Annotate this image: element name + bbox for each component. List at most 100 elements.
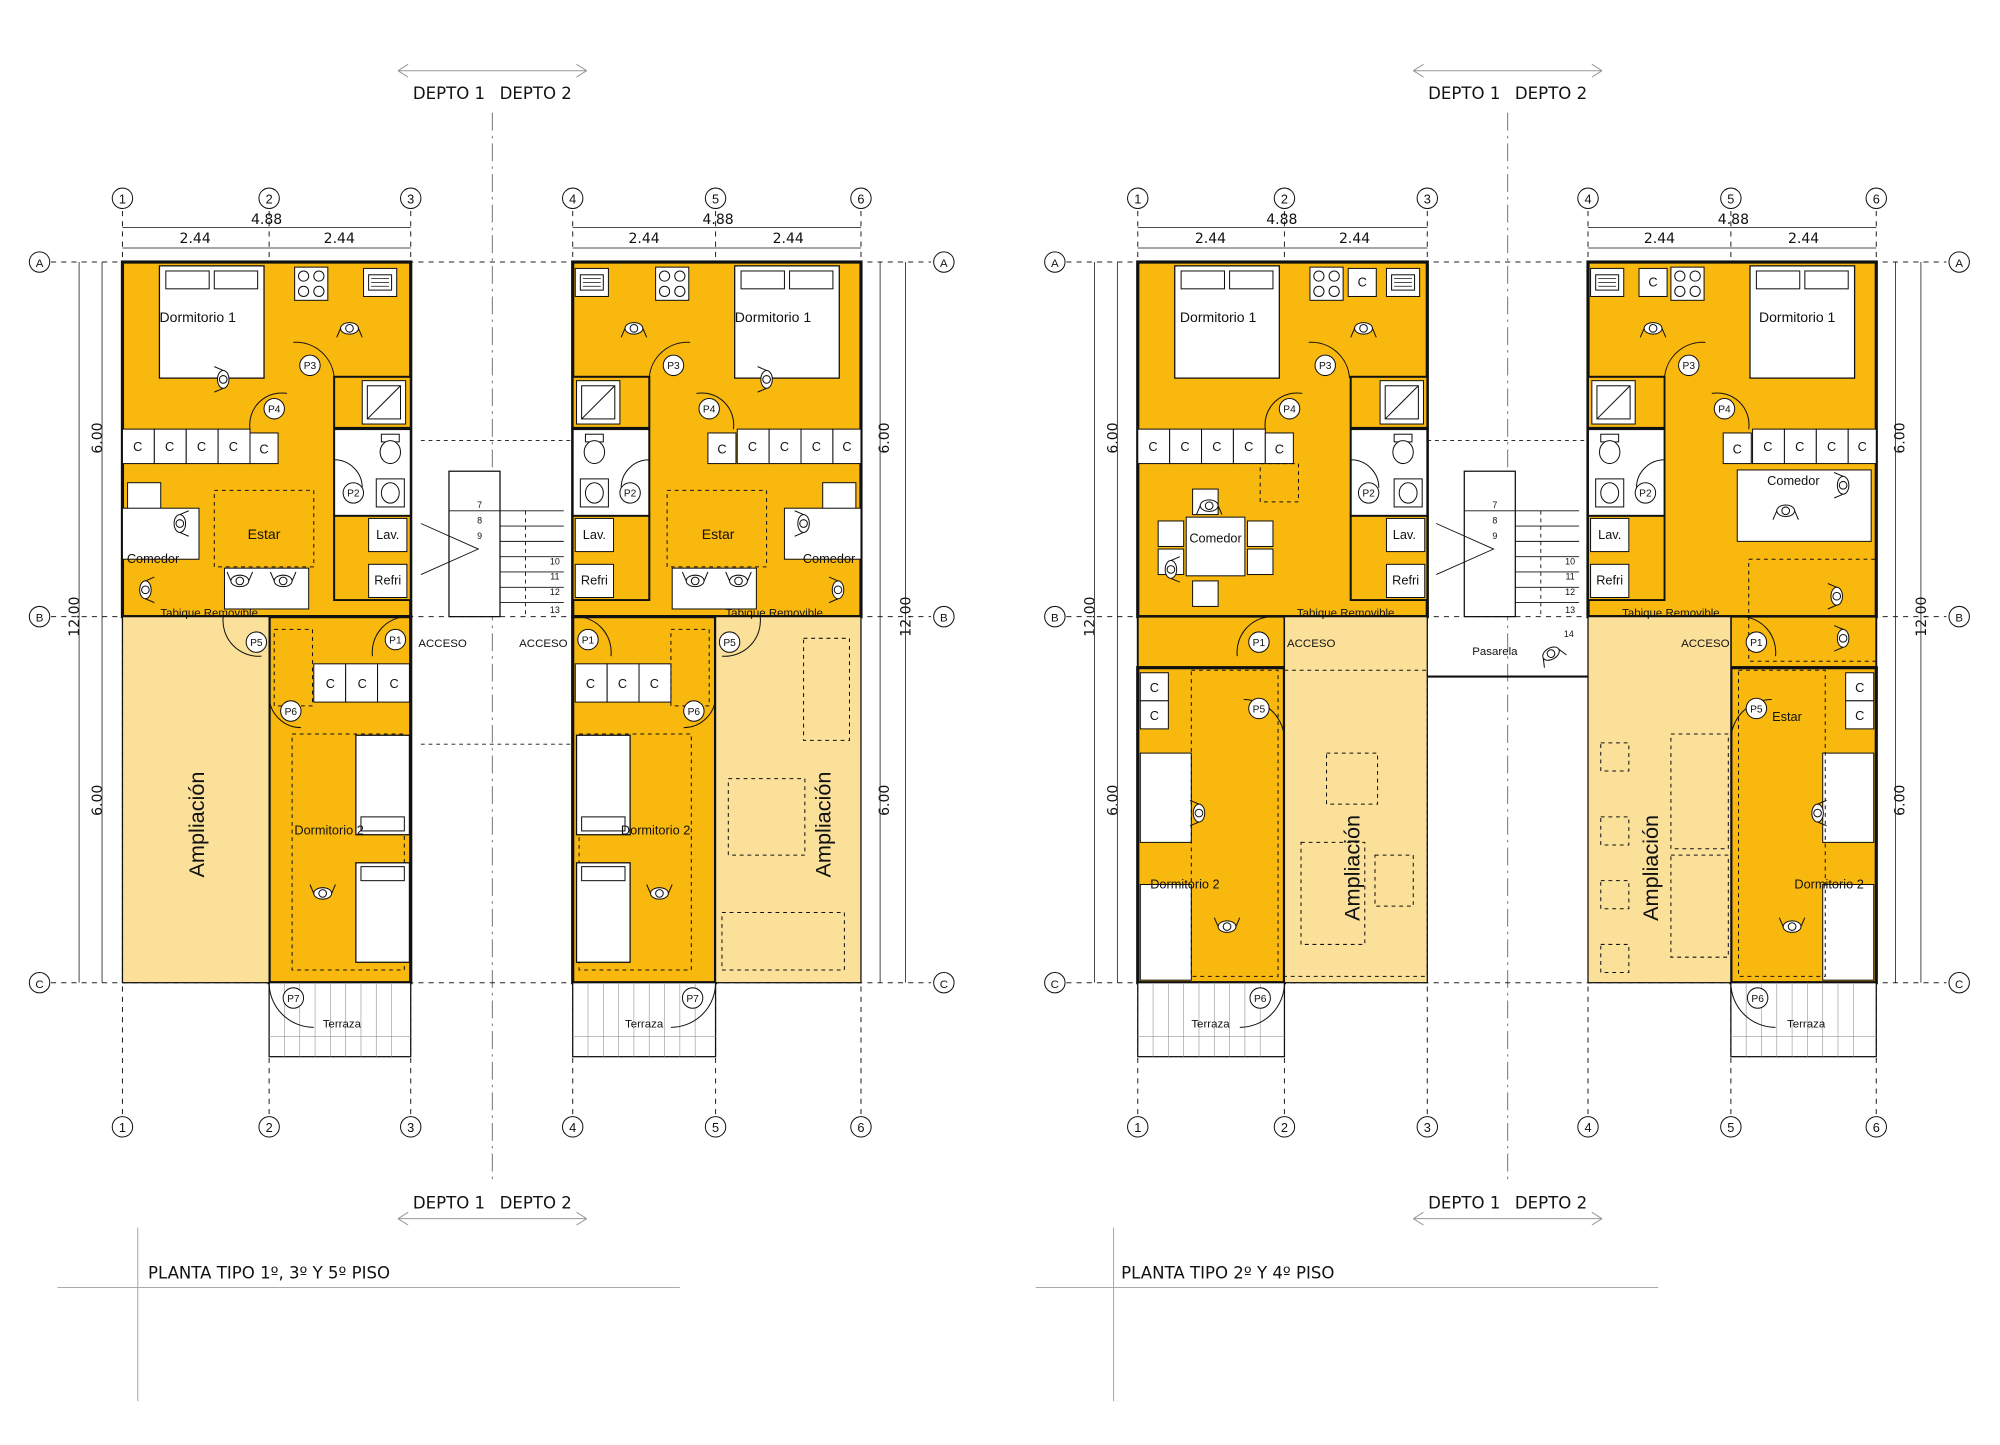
door-tag-p6: P6	[285, 707, 298, 718]
room-estar-r-d2: Estar	[1772, 709, 1803, 724]
closet-c: C	[1358, 274, 1367, 289]
door-tag-p1: P1	[582, 635, 595, 646]
grid-row-b-left-r: B	[1051, 613, 1059, 625]
dim-six-l2: 6.00	[90, 785, 106, 816]
grid-col-3-bottom-r: 3	[1424, 1120, 1431, 1135]
grid-col-2-bottom: 2	[266, 1120, 273, 1135]
room-dormitorio2-r-d1: Dormitorio 2	[1150, 876, 1219, 891]
plan-right-title: PLANTA TIPO 2º Y 4º PISO	[1121, 1264, 1334, 1283]
room-refri-r-d2: Refri	[1596, 573, 1623, 588]
stair-step-13-r: 13	[1565, 605, 1575, 615]
dim-twelve-r1: 12.00	[1082, 597, 1098, 637]
top-depto2-label: DEPTO 2	[500, 84, 572, 103]
room-refri-d2: Refri	[581, 573, 608, 588]
closet-c: C	[1180, 439, 1189, 454]
room-ampliacion-r-d2: Ampliación	[1638, 815, 1663, 921]
walkway-step-14: 14	[1564, 629, 1574, 639]
door-tag-p2: P2	[347, 489, 360, 500]
closet-c: C	[1827, 439, 1836, 454]
room-tabique-r-d2: Tabique Removible	[1622, 608, 1720, 620]
closet-c: C	[1733, 441, 1742, 456]
dim-six-l1: 6.00	[90, 422, 106, 453]
grid-col-5-top-r: 5	[1727, 191, 1734, 206]
door-tag-p6-r: P6	[1254, 994, 1267, 1005]
closet-c: C	[1648, 274, 1657, 289]
room-ampliacion-d1: Ampliación	[184, 772, 209, 878]
stair-step-13: 13	[550, 605, 560, 615]
door-tag-p5-r: P5	[1750, 704, 1763, 715]
dim-total-l2: 4.88	[703, 212, 734, 228]
right-sheet: DEPTO 1 DEPTO 2 DEPTO 1 DEPTO 2 1 2	[1035, 63, 1970, 1402]
room-dormitorio1-d2: Dormitorio 1	[735, 309, 812, 325]
grid-row-a-right-r: A	[1955, 258, 1963, 270]
room-refri-r-d1: Refri	[1392, 573, 1419, 588]
grid-row-c-right: C	[940, 979, 948, 991]
grid-row-c-left: C	[35, 979, 43, 991]
room-dormitorio1-d1: Dormitorio 1	[160, 309, 237, 325]
grid-col-5-bottom: 5	[712, 1120, 719, 1135]
room-terraza-d1: Terraza	[323, 1018, 362, 1030]
grid-col-1-bottom-r: 1	[1134, 1120, 1141, 1135]
closet-c: C	[1212, 439, 1221, 454]
room-estar-d1: Estar	[248, 526, 281, 542]
room-dormitorio2-r-d2: Dormitorio 2	[1794, 876, 1863, 891]
grid-col-6-bottom: 6	[857, 1120, 864, 1135]
right-plan-depto1: C C C C C C C C	[1136, 260, 1429, 1058]
door-tag-p3-r: P3	[1683, 361, 1696, 372]
stair-step-11-r: 11	[1566, 572, 1575, 582]
grid-col-3-top-r: 3	[1424, 191, 1431, 206]
room-lav-r-d1: Lav.	[1393, 527, 1416, 542]
door-tag-p2-r: P2	[1362, 489, 1375, 500]
closet-c: C	[1795, 439, 1804, 454]
room-ampliacion-d2: Ampliación	[810, 772, 835, 878]
dim-twelve-l2: 12.00	[899, 597, 915, 637]
stair-step-12: 12	[550, 587, 560, 597]
stair-step-7: 7	[477, 500, 482, 510]
bottom-depto2-label-r: DEPTO 2	[1515, 1193, 1587, 1212]
left-plan-depto2: C C C C C C C C	[571, 260, 863, 1058]
room-tabique-r-d1: Tabique Removible	[1297, 608, 1395, 620]
closet-c: C	[326, 676, 335, 691]
door-tag-p1: P1	[389, 635, 402, 646]
closet-c: C	[229, 439, 238, 454]
room-terraza-d2: Terraza	[625, 1018, 664, 1030]
dim-half-l2: 2.44	[324, 231, 355, 247]
room-tabique-d1: Tabique Removible	[160, 608, 258, 620]
closet-c: C	[780, 439, 789, 454]
bottom-depto2-label: DEPTO 2	[500, 1193, 572, 1212]
grid-col-1-top-r: 1	[1134, 191, 1141, 206]
grid-col-6-top-r: 6	[1873, 191, 1880, 206]
dim-half-r4: 2.44	[1788, 231, 1819, 247]
door-tag-p3-r: P3	[1319, 361, 1332, 372]
grid-row-c-right-r: C	[1955, 979, 1963, 991]
dim-half-r3: 2.44	[1644, 231, 1675, 247]
door-tag-p7: P7	[287, 994, 300, 1005]
closet-c: C	[1148, 439, 1157, 454]
grid-col-4-bottom-r: 4	[1584, 1120, 1591, 1135]
closet-c: C	[259, 441, 268, 456]
stair-step-8: 8	[477, 516, 482, 526]
grid-col-6-bottom-r: 6	[1873, 1120, 1880, 1135]
bottom-depto1-label-r: DEPTO 1	[1428, 1193, 1500, 1212]
room-estar-d2: Estar	[702, 526, 735, 542]
door-tag-p3: P3	[304, 361, 317, 372]
room-comedor-r-d2: Comedor	[1767, 473, 1820, 488]
grid-col-1-bottom: 1	[119, 1120, 126, 1135]
room-dormitorio2-d2: Dormitorio 2	[621, 823, 690, 838]
stair-step-9: 9	[477, 531, 482, 541]
left-sheet: DEPTO 1 DEPTO 2 DEPTO 1 DEPTO 2 1	[28, 63, 955, 1402]
door-tag-p7: P7	[686, 994, 699, 1005]
grid-col-5-bottom-r: 5	[1727, 1120, 1734, 1135]
room-tabique-d2: Tabique Removible	[725, 608, 823, 620]
room-lav-r-d2: Lav.	[1598, 527, 1621, 542]
grid-col-4-top: 4	[569, 191, 576, 206]
dim-six-r3: 6.00	[1892, 422, 1908, 453]
room-terraza-r-d2: Terraza	[1787, 1018, 1826, 1030]
top-depto1-label: DEPTO 1	[413, 84, 485, 103]
dim-total-l1: 4.88	[251, 212, 282, 228]
closet-c: C	[842, 439, 851, 454]
stair-step-7-r: 7	[1492, 500, 1497, 510]
room-comedor-r-d1: Comedor	[1189, 531, 1242, 546]
dim-six-l3: 6.00	[877, 422, 893, 453]
